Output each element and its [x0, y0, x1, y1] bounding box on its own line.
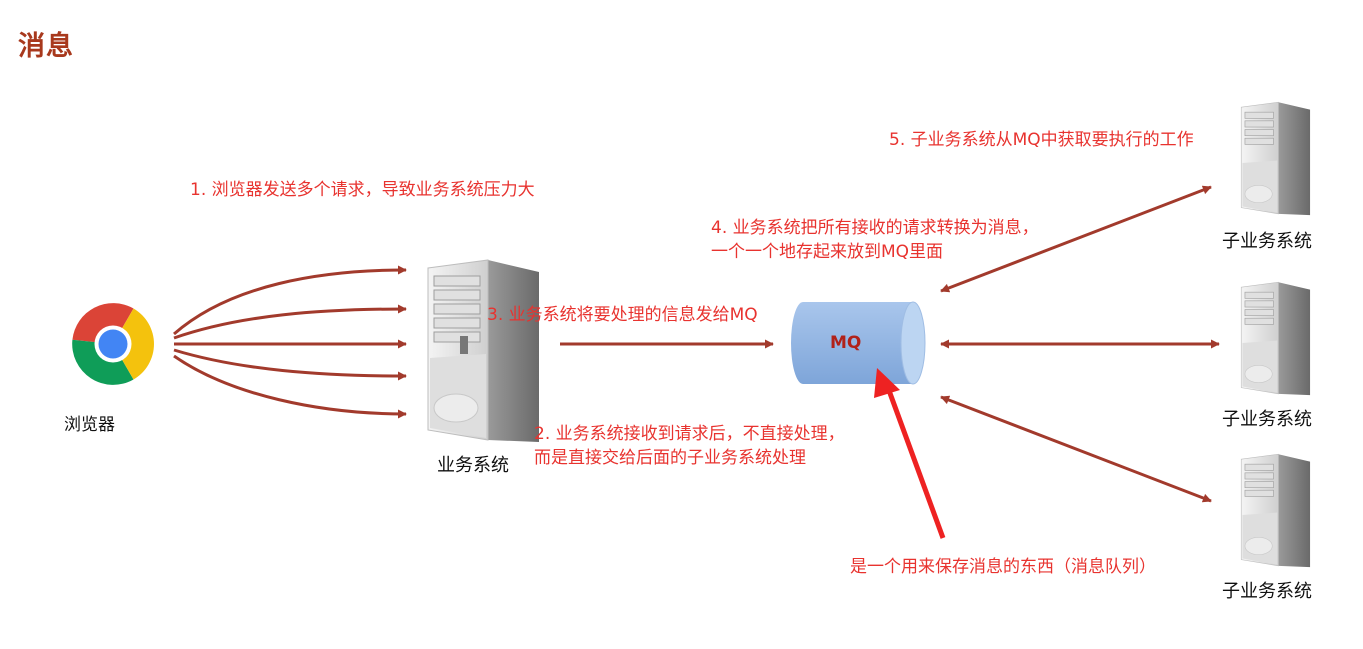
step4-note: 4. 业务系统把所有接收的请求转换为消息， 一个一个地存起来放到MQ里面: [711, 216, 1039, 264]
step2-note: 2. 业务系统接收到请求后，不直接处理， 而是直接交给后面的子业务系统处理: [534, 422, 845, 470]
browser-icon: [72, 303, 154, 385]
sub-system-label-2: 子业务系统: [1222, 409, 1312, 430]
step5-note: 5. 子业务系统从MQ中获取要执行的工作: [889, 130, 1194, 150]
business-server-icon: [426, 258, 539, 443]
step3-note: 3. 业务系统将要处理的信息发给MQ: [487, 305, 758, 325]
step4-note-line2: 一个一个地存起来放到MQ里面: [711, 242, 944, 262]
sub-system-label-3: 子业务系统: [1222, 581, 1312, 602]
business-system-label: 业务系统: [437, 455, 509, 476]
browser-request-arrows: [173, 265, 407, 419]
sub-system-label-1: 子业务系统: [1222, 231, 1312, 252]
step1-note: 1. 浏览器发送多个请求，导致业务系统压力大: [190, 180, 535, 200]
browser-label: 浏览器: [64, 415, 115, 435]
step4-note-line1: 4. 业务系统把所有接收的请求转换为消息，: [711, 218, 1039, 238]
sub-server-icon-1: [1240, 101, 1311, 216]
step2-note-line1: 2. 业务系统接收到请求后，不直接处理，: [534, 424, 845, 444]
mq-description-note: 是一个用来保存消息的东西（消息队列）: [850, 557, 1156, 577]
mq-queue-icon: [791, 301, 926, 385]
step2-note-line2: 而是直接交给后面的子业务系统处理: [534, 448, 806, 468]
mq-pointer-arrow: [874, 368, 946, 539]
sub-server-icon-3: [1240, 453, 1311, 568]
page-title: 消息: [18, 31, 74, 62]
mq-label: MQ: [830, 333, 862, 353]
mq-subsystem-arrows: [940, 185, 1220, 503]
sub-server-icon-2: [1240, 281, 1311, 396]
